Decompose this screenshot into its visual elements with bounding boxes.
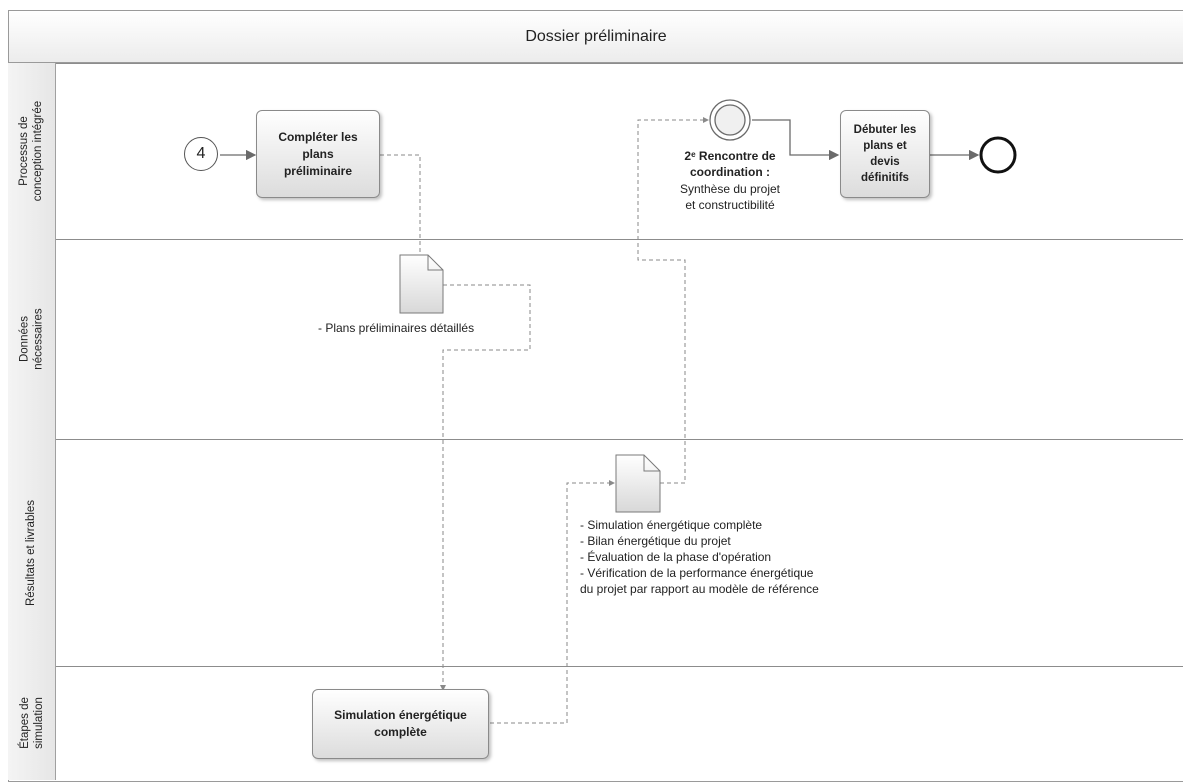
data-object-plans <box>399 254 444 314</box>
task-complete-preliminary-plans[interactable]: Compléter les plans préliminaire <box>256 110 380 198</box>
data-object-results <box>615 454 661 513</box>
task-start-final-plans[interactable]: Débuter les plans et devis définitifs <box>840 110 930 198</box>
task-energy-simulation[interactable]: Simulation énergétique complète <box>312 689 489 759</box>
flow-meeting-to-task <box>752 119 840 161</box>
data-object-results-caption: - Simulation énergétique complète - Bila… <box>580 518 819 596</box>
start-reference-number: 4 <box>196 145 206 162</box>
start-reference-event: 4 <box>184 137 218 171</box>
end-event <box>979 136 1017 174</box>
association-doc-to-simulation <box>440 284 531 691</box>
data-object-plans-caption: - Plans préliminaires détaillés <box>318 321 475 335</box>
lane-label-simulation: Étapes de simulation <box>8 666 56 780</box>
lane-required-data <box>8 239 1183 439</box>
association-task-to-doc <box>380 154 423 263</box>
lane-label-design-process: Processus de conception intégrée <box>8 63 56 239</box>
lane-design-process <box>8 63 1183 239</box>
lane-label-results: Résultats et livrables <box>8 439 56 666</box>
lane-results <box>8 439 1183 666</box>
lane-label-required-data: Données nécessaires <box>8 239 56 439</box>
meeting-title: 2ᵉ Rencontre de coordination : <box>684 149 776 179</box>
meeting-description: Synthèse du projet et constructibilité <box>679 182 781 212</box>
lane-simulation <box>8 666 1183 780</box>
intermediate-event-meeting <box>709 99 751 141</box>
association-simulation-to-results-doc <box>490 480 615 724</box>
pool-title: Dossier préliminaire <box>8 10 1183 63</box>
